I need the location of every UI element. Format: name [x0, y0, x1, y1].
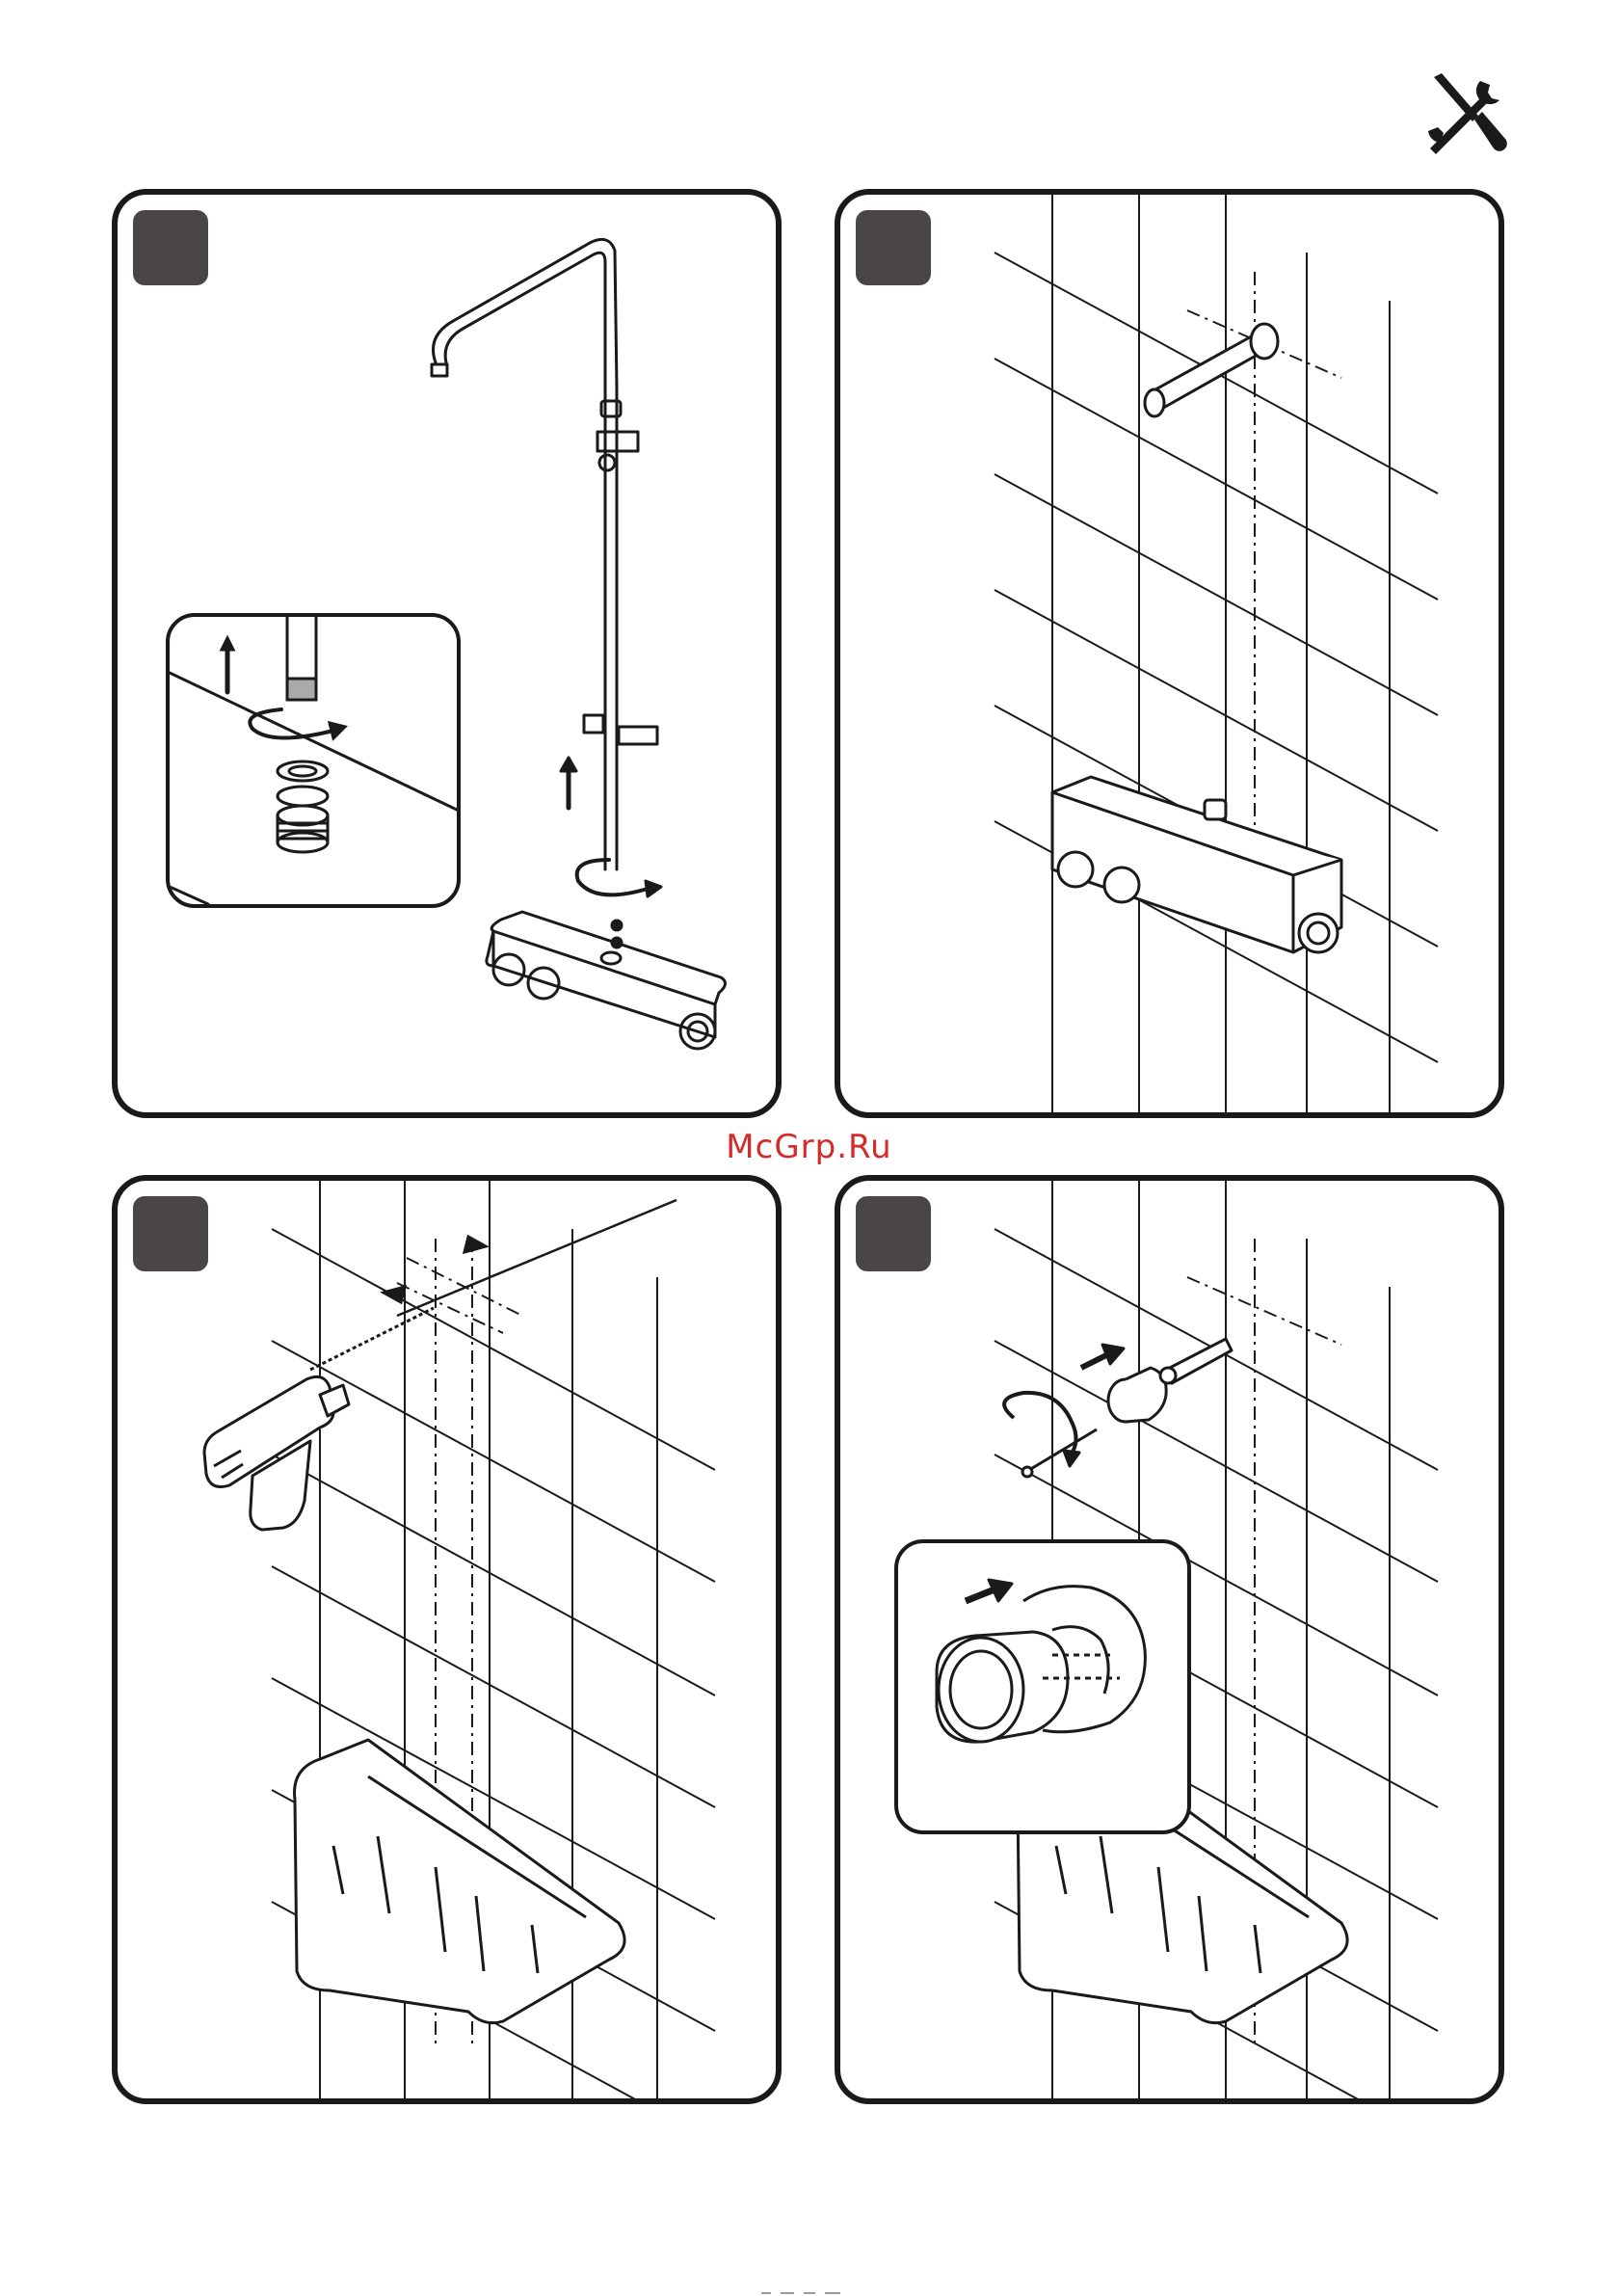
watermark: McGrp.Ru	[0, 1128, 1618, 1166]
step-2-panel	[835, 189, 1504, 1118]
step-4-panel	[835, 1175, 1504, 2104]
bracket-ring-detail-inset	[894, 1539, 1191, 1834]
step-number-badge	[856, 210, 931, 285]
step-number-badge	[856, 1196, 931, 1271]
wall-bracket-illustration	[840, 195, 1499, 1112]
step-1-panel	[112, 189, 782, 1118]
wrench-screwdriver-icon	[1420, 67, 1513, 160]
step-3-panel	[112, 1175, 782, 2104]
connector-detail-inset	[166, 613, 461, 908]
drilling-illustration	[118, 1181, 776, 2098]
step-number-badge	[133, 210, 208, 285]
step-number-badge	[133, 1196, 208, 1271]
footer-mark	[761, 2290, 877, 2296]
threaded-connector-detail	[170, 617, 457, 904]
bracket-ring-detail	[898, 1543, 1187, 1830]
